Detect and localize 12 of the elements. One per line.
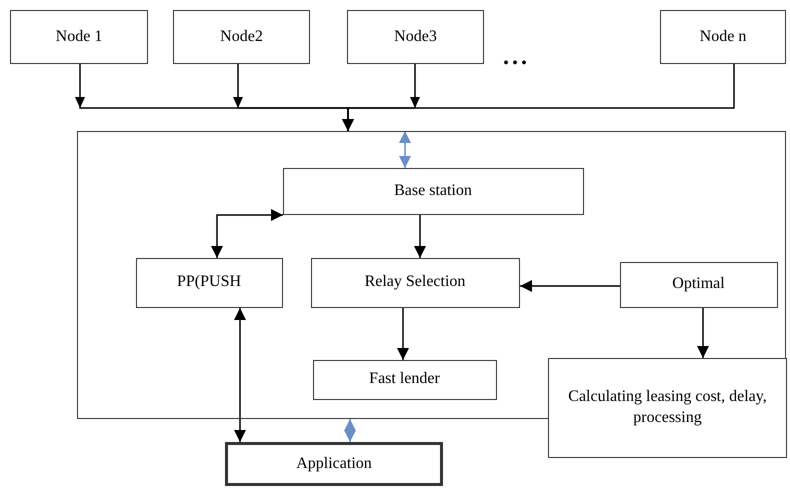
process-box: Node2 xyxy=(173,10,310,64)
process-box: Optimal xyxy=(620,262,778,308)
process-box: PP(PUSH xyxy=(136,258,282,308)
process-box: Relay Selection xyxy=(310,258,520,308)
ellipsis-text: ... xyxy=(503,44,530,71)
process-box: Node n xyxy=(660,10,786,64)
process-box: Base station xyxy=(282,168,584,214)
process-box: Node 1 xyxy=(10,10,148,64)
process-box: Node3 xyxy=(347,10,484,64)
process-box: Application xyxy=(225,442,443,486)
process-box: Fast lender xyxy=(312,360,496,400)
process-box: Calculating leasing cost, delay, processing xyxy=(548,358,787,458)
